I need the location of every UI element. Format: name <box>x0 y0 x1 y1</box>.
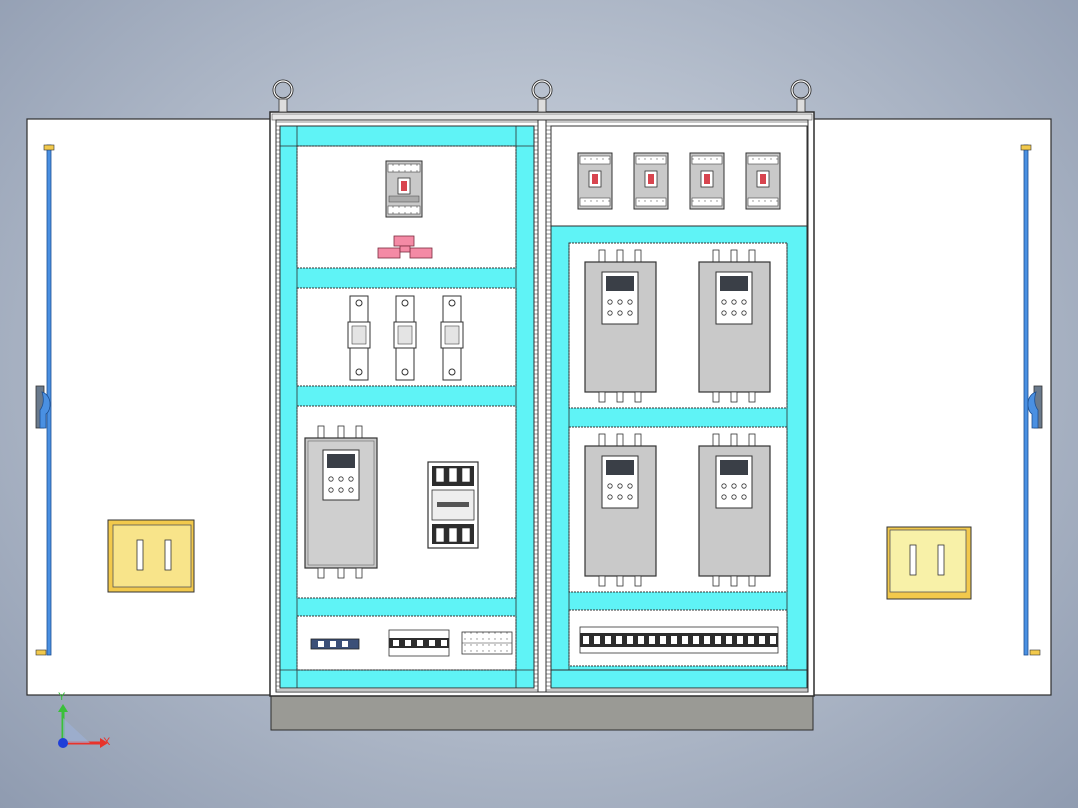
soft-starter-3[interactable] <box>584 433 657 587</box>
busbar-connector <box>377 235 433 259</box>
right-cabinet <box>545 119 809 693</box>
y-axis-label: Y <box>58 691 66 703</box>
terminal-cell <box>594 636 600 644</box>
main-breaker[interactable] <box>385 160 423 218</box>
lifting-eye-center <box>531 79 553 113</box>
right-door-handle[interactable] <box>886 526 972 600</box>
lifting-eyes <box>272 79 812 113</box>
right-door-locking-rod <box>1020 144 1043 656</box>
left-terminal-small <box>310 638 360 650</box>
right-breaker-1[interactable] <box>577 152 613 210</box>
right-breaker-3[interactable] <box>689 152 725 210</box>
left-door-locking-rod <box>35 144 55 656</box>
terminal-cell <box>748 636 754 644</box>
left-door-handle[interactable] <box>107 519 195 593</box>
x-axis-label: X <box>103 736 111 748</box>
terminal-cell <box>605 636 611 644</box>
terminal-cell <box>726 636 732 644</box>
left-terminal-strip <box>461 631 513 655</box>
fuse-holder-2[interactable] <box>393 295 417 381</box>
terminal-cell <box>693 636 699 644</box>
terminal-cell <box>671 636 677 644</box>
cabinet-plinth <box>270 694 814 731</box>
soft-starter-left[interactable] <box>304 425 378 579</box>
terminal-cell <box>770 636 776 644</box>
terminal-cell <box>759 636 765 644</box>
right-terminal-strip <box>579 626 779 654</box>
terminal-cell <box>627 636 633 644</box>
terminal-cell <box>715 636 721 644</box>
left-cabinet <box>275 119 539 693</box>
soft-starter-4[interactable] <box>698 433 771 587</box>
fuse-holder-1[interactable] <box>347 295 371 381</box>
soft-starter-2[interactable] <box>698 249 771 403</box>
terminal-cell <box>660 636 666 644</box>
lifting-eye-left <box>272 79 294 113</box>
lifting-eye-right <box>790 79 812 113</box>
soft-starter-1[interactable] <box>584 249 657 403</box>
right-breaker-4[interactable] <box>745 152 781 210</box>
terminal-cell <box>583 636 589 644</box>
terminal-cell <box>616 636 622 644</box>
right-breaker-2[interactable] <box>633 152 669 210</box>
left-door[interactable] <box>26 118 273 696</box>
fuse-holder-3[interactable] <box>440 295 464 381</box>
terminal-cell <box>682 636 688 644</box>
terminal-cell <box>704 636 710 644</box>
right-door[interactable] <box>811 118 1052 696</box>
terminal-cell <box>737 636 743 644</box>
contactor[interactable] <box>427 461 479 549</box>
left-terminal-block <box>388 629 450 657</box>
terminal-cell <box>649 636 655 644</box>
axis-triad: X Y <box>58 691 111 748</box>
terminal-cell <box>638 636 644 644</box>
